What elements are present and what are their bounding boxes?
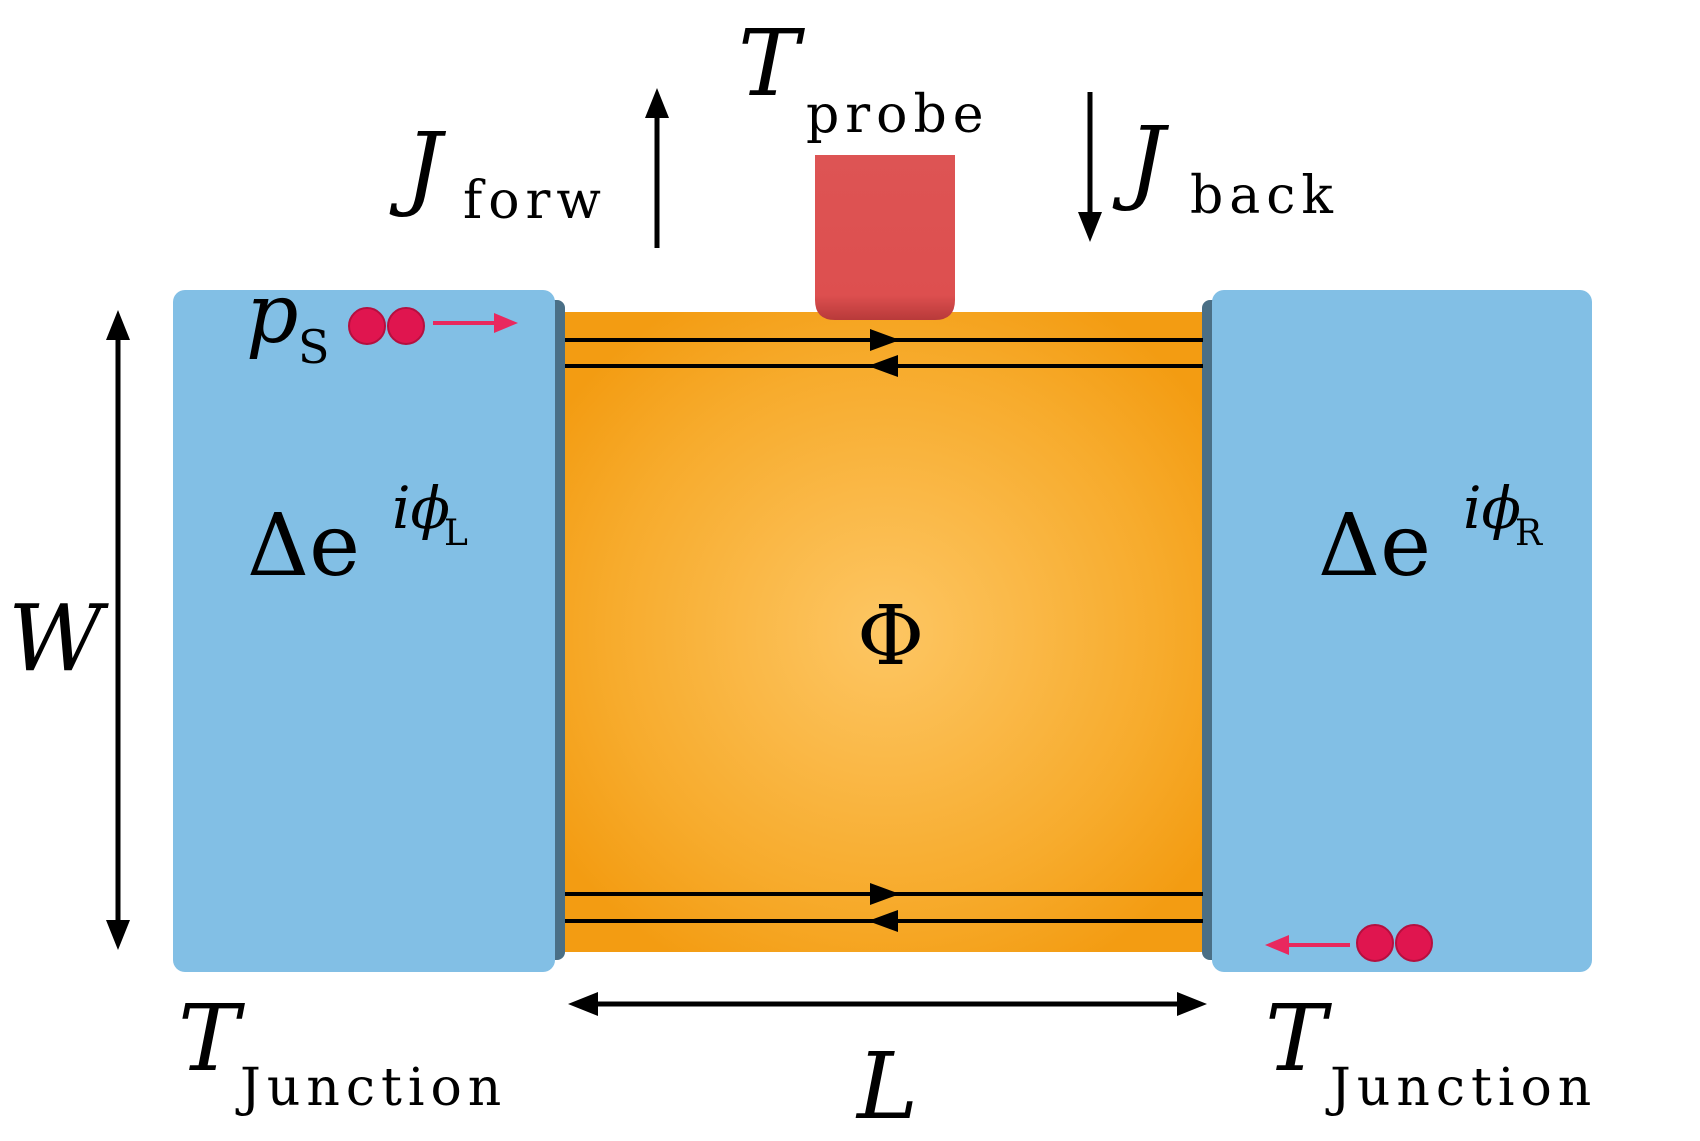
bottom-forward-arrowhead bbox=[870, 883, 900, 905]
cooper-pair-bottom-right bbox=[1356, 924, 1433, 962]
t-junction-right-sub: Junction bbox=[1325, 1058, 1597, 1118]
j-forw-sub: forw bbox=[463, 171, 607, 231]
left-pair-exp-sub: L bbox=[444, 513, 468, 554]
t-junction-left-sub: Junction bbox=[235, 1058, 507, 1118]
pink-arrow-right bbox=[433, 313, 518, 333]
t-probe-sub: probe bbox=[806, 85, 990, 145]
length-label: L bbox=[855, 1033, 918, 1140]
ps-main: p bbox=[246, 267, 299, 362]
left-superconductor bbox=[173, 290, 565, 972]
width-arrow bbox=[106, 310, 130, 950]
normal-region bbox=[555, 312, 1215, 952]
t-junction-right-main: T bbox=[1265, 985, 1332, 1092]
j-back-main: J bbox=[1112, 107, 1170, 214]
j-back-sub: back bbox=[1190, 166, 1339, 226]
width-label: W bbox=[8, 585, 109, 692]
length-arrow bbox=[568, 992, 1207, 1016]
right-pair-exp: iϕ bbox=[1463, 474, 1521, 542]
pink-arrow-left bbox=[1265, 935, 1350, 955]
probe-contact bbox=[815, 155, 955, 320]
bottom-backward-arrowhead bbox=[868, 910, 898, 932]
flux-symbol: Φ bbox=[857, 589, 924, 684]
left-pair-exp: iϕ bbox=[392, 474, 450, 542]
right-pair-exp-sub: R bbox=[1515, 513, 1543, 554]
cooper-pair-top-left bbox=[348, 307, 425, 345]
left-order-parameter: Δe iϕ L bbox=[247, 474, 468, 596]
right-order-parameter: Δe iϕ R bbox=[1318, 474, 1543, 596]
t-junction-left-main: T bbox=[178, 985, 245, 1092]
left-pair-main: Δe bbox=[247, 496, 360, 596]
j-forw-main: J bbox=[389, 113, 447, 220]
right-superconductor bbox=[1202, 290, 1592, 972]
top-forward-arrowhead bbox=[870, 329, 900, 351]
j-back-arrow bbox=[1078, 92, 1102, 242]
t-probe-main: T bbox=[738, 10, 805, 117]
j-forw-arrow bbox=[645, 88, 669, 248]
right-pair-main: Δe bbox=[1318, 496, 1431, 596]
ps-sub: S bbox=[298, 320, 330, 374]
top-backward-arrowhead bbox=[868, 355, 898, 377]
